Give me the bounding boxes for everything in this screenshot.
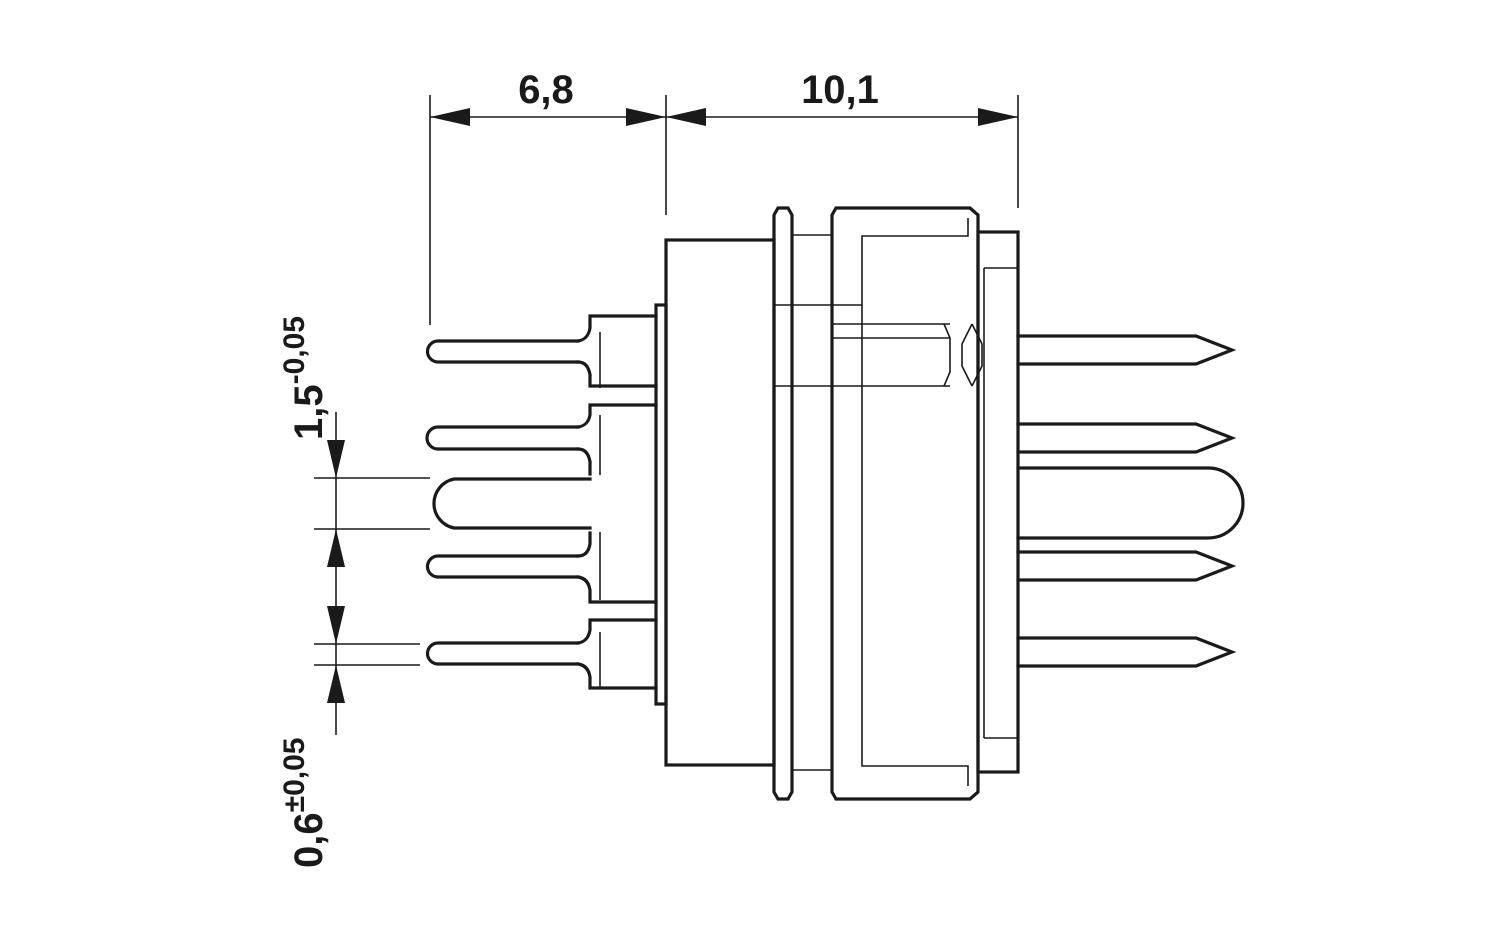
pin-shoulder <box>576 618 658 690</box>
diameter-tolerance: ±0,05 <box>278 738 311 813</box>
pin-shoulder <box>576 403 658 476</box>
pin-shoulder <box>576 531 658 604</box>
arrow-head <box>978 108 1018 126</box>
left-pin <box>425 641 580 666</box>
rear-housing <box>664 238 776 767</box>
arrow-head <box>626 108 666 126</box>
pitch-tolerance: -0,05 <box>278 316 311 384</box>
diameter-base: 0,6 <box>287 812 331 868</box>
keyway-notch <box>943 323 983 387</box>
center-right-pin <box>1016 466 1245 540</box>
pin-shoulder <box>576 314 658 388</box>
right-pin <box>1016 636 1237 668</box>
pitch-base: 1,5 <box>287 384 331 440</box>
arrow-head <box>430 108 470 126</box>
arrow-head <box>327 440 345 478</box>
dimension-pin-diameter: 0,6±0,05 <box>278 606 420 868</box>
dimension-label-6-8: 6,8 <box>518 68 574 112</box>
dimension-pin-pitch: 1,5-0,05 <box>278 316 430 735</box>
right-pin <box>1016 334 1237 366</box>
right-pin <box>1016 422 1237 454</box>
left-pins <box>425 314 658 690</box>
arrow-head <box>327 606 345 644</box>
front-housing <box>830 206 980 801</box>
connector-body <box>654 206 1020 801</box>
arrow-head <box>327 665 345 703</box>
left-pin <box>425 339 580 364</box>
arrow-head <box>327 529 345 567</box>
left-pin <box>425 425 580 451</box>
inner-contour <box>861 218 969 786</box>
left-pin <box>425 554 580 579</box>
right-pins <box>1016 334 1245 668</box>
dimension-label-10-1: 10,1 <box>801 68 879 112</box>
dimension-label-pitch: 1,5-0,05 <box>278 316 331 440</box>
dimension-label-diameter: 0,6±0,05 <box>278 738 331 868</box>
dimension-top-right: 10,1 <box>666 68 1019 208</box>
center-left-pin <box>432 477 592 530</box>
right-pin <box>1016 550 1237 582</box>
dimension-top-left: 6,8 <box>429 68 667 325</box>
front-lip <box>976 230 1020 774</box>
arrow-head <box>666 108 706 126</box>
flange <box>772 206 794 801</box>
